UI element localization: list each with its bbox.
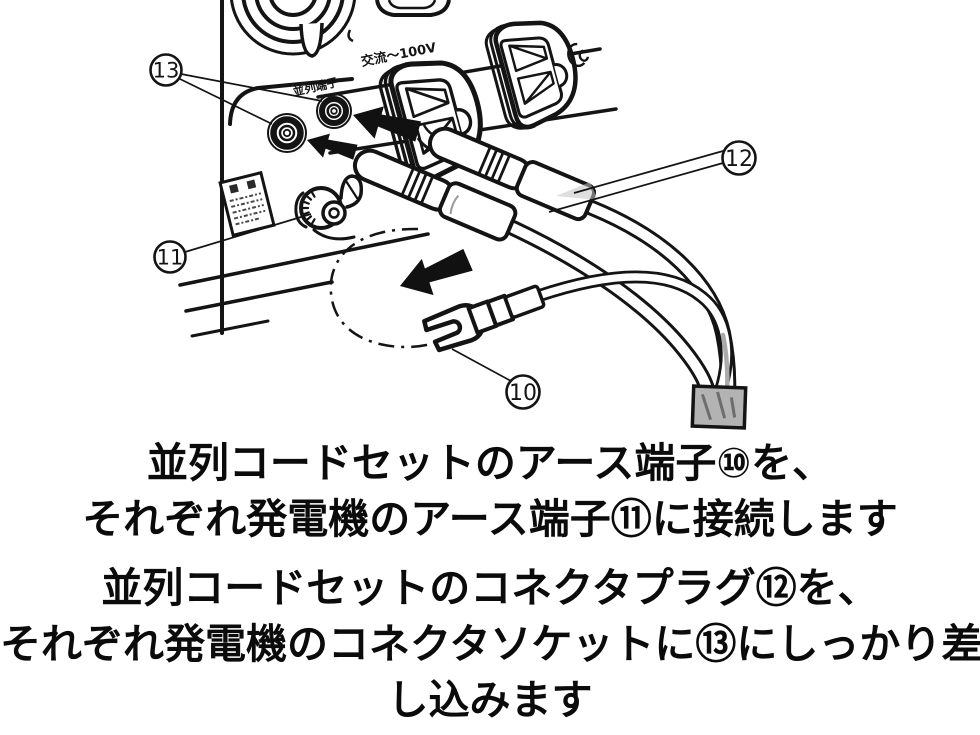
knob-ring-outer — [230, 0, 356, 56]
callout-12-number: 12 — [725, 147, 753, 172]
callout-10: 10 — [451, 348, 541, 410]
callout-12: 12 — [548, 140, 757, 213]
arrow-earth-lead — [400, 248, 473, 296]
plug-collar-ribs — [401, 168, 434, 203]
caution-label-title-mark — [246, 179, 257, 190]
callout-12-leaders — [548, 150, 724, 213]
knob-ring — [241, 0, 345, 44]
caption: 並列コードセットのアース端子⑩を、 それぞれ発電機のアース端子⑪に接続します 並… — [0, 430, 980, 728]
plug-sleeve — [437, 181, 518, 242]
knob-pointer-tab — [299, 22, 324, 58]
parallel-cord-cables — [505, 200, 737, 405]
outlet-slot-lower — [516, 70, 555, 105]
bolt-hub — [321, 200, 347, 226]
callout-12-shade — [556, 182, 598, 200]
callout-11: 11 — [153, 213, 312, 274]
caption-step-1: 並列コードセットのアース端子⑩を、 それぞれ発電機のアース端子⑪に接続します — [0, 435, 980, 547]
plug-sleeve-shading — [449, 194, 460, 215]
panel-bottom-edge-1 — [178, 232, 430, 287]
callout-13-circle — [149, 53, 183, 87]
outlet-side-notch — [553, 63, 569, 88]
ac-outlet-right — [484, 20, 590, 130]
connector-plug-left — [352, 148, 518, 242]
caption-line: それぞれ発電機のアース端子⑪に接続します — [82, 496, 898, 542]
outlet-slot-upper — [508, 44, 549, 73]
caption-line: それぞれ発電機のコネクタソケットに⑬にしっかり差 — [0, 621, 980, 667]
callout-11-leader — [184, 213, 312, 253]
panel-bottom-edge-2 — [184, 280, 334, 313]
outlet-screw-mark — [567, 42, 590, 68]
insertion-arrows — [307, 106, 473, 296]
parallel-socket-left — [267, 113, 307, 153]
callout-13-leaders — [179, 73, 323, 125]
bolt-center — [328, 207, 340, 219]
bundle-band — [690, 384, 748, 430]
control-knob — [230, 0, 356, 58]
bolt-collar — [294, 191, 308, 229]
caution-label — [218, 170, 276, 238]
bolt-washer-arc — [312, 228, 356, 241]
plug-cable-left — [508, 223, 714, 402]
caption-line: し込みます — [387, 677, 593, 723]
knob-ring — [254, 0, 332, 31]
top-socket-inner — [387, 0, 437, 10]
caption-line: 並列コードセットのコネクタプラグ⑫を、 — [101, 565, 879, 611]
arrow-into-socket-right — [353, 106, 422, 142]
arrow-into-socket-left — [307, 133, 358, 160]
callout-13-number: 13 — [153, 59, 180, 83]
bundle-band-texture — [701, 391, 737, 421]
generator-earth-terminal — [294, 174, 364, 241]
bolt-wing-line — [344, 179, 359, 200]
callout-10-circle — [505, 374, 541, 410]
earth-fork-terminal — [422, 284, 546, 353]
callout-12-circle — [721, 140, 757, 176]
connector-plug-right — [427, 126, 597, 222]
callout-10-number: 10 — [509, 381, 537, 406]
caption-step-2: 並列コードセットのコネクタプラグ⑫を、 それぞれ発電機のコネクタソケットに⑬にし… — [0, 560, 980, 728]
outlet-side-notch — [455, 108, 473, 136]
parallel-cord-connection-figure: 交流～100V 並列端子 — [149, 0, 757, 430]
callout-11-number: 11 — [157, 246, 184, 270]
cable-routing-dashed-loop — [329, 227, 449, 349]
callout-10-leader — [451, 348, 512, 382]
top-cutoff-socket — [347, 0, 451, 43]
cable-bundle-band — [690, 384, 748, 430]
parallel-socket-right — [316, 93, 352, 129]
bolt-wing — [339, 174, 364, 209]
callout-13: 13 — [149, 53, 323, 125]
panel-bottom-edge-3 — [190, 319, 270, 338]
panel-mark — [347, 29, 354, 43]
callout-11-circle — [153, 240, 187, 274]
generator-panel-illustration: 交流～100V 並列端子 — [149, 0, 757, 430]
bolt-knurling — [299, 189, 316, 227]
plug-collar-ribs — [477, 147, 511, 182]
fork-sleeve-band — [504, 284, 546, 319]
outlet-slot-upper — [404, 87, 450, 119]
caption-line: 並列コードセットのアース端子⑩を、 — [146, 440, 834, 486]
knob-ring-inner — [269, 0, 317, 17]
caution-label-title-mark — [229, 183, 239, 194]
